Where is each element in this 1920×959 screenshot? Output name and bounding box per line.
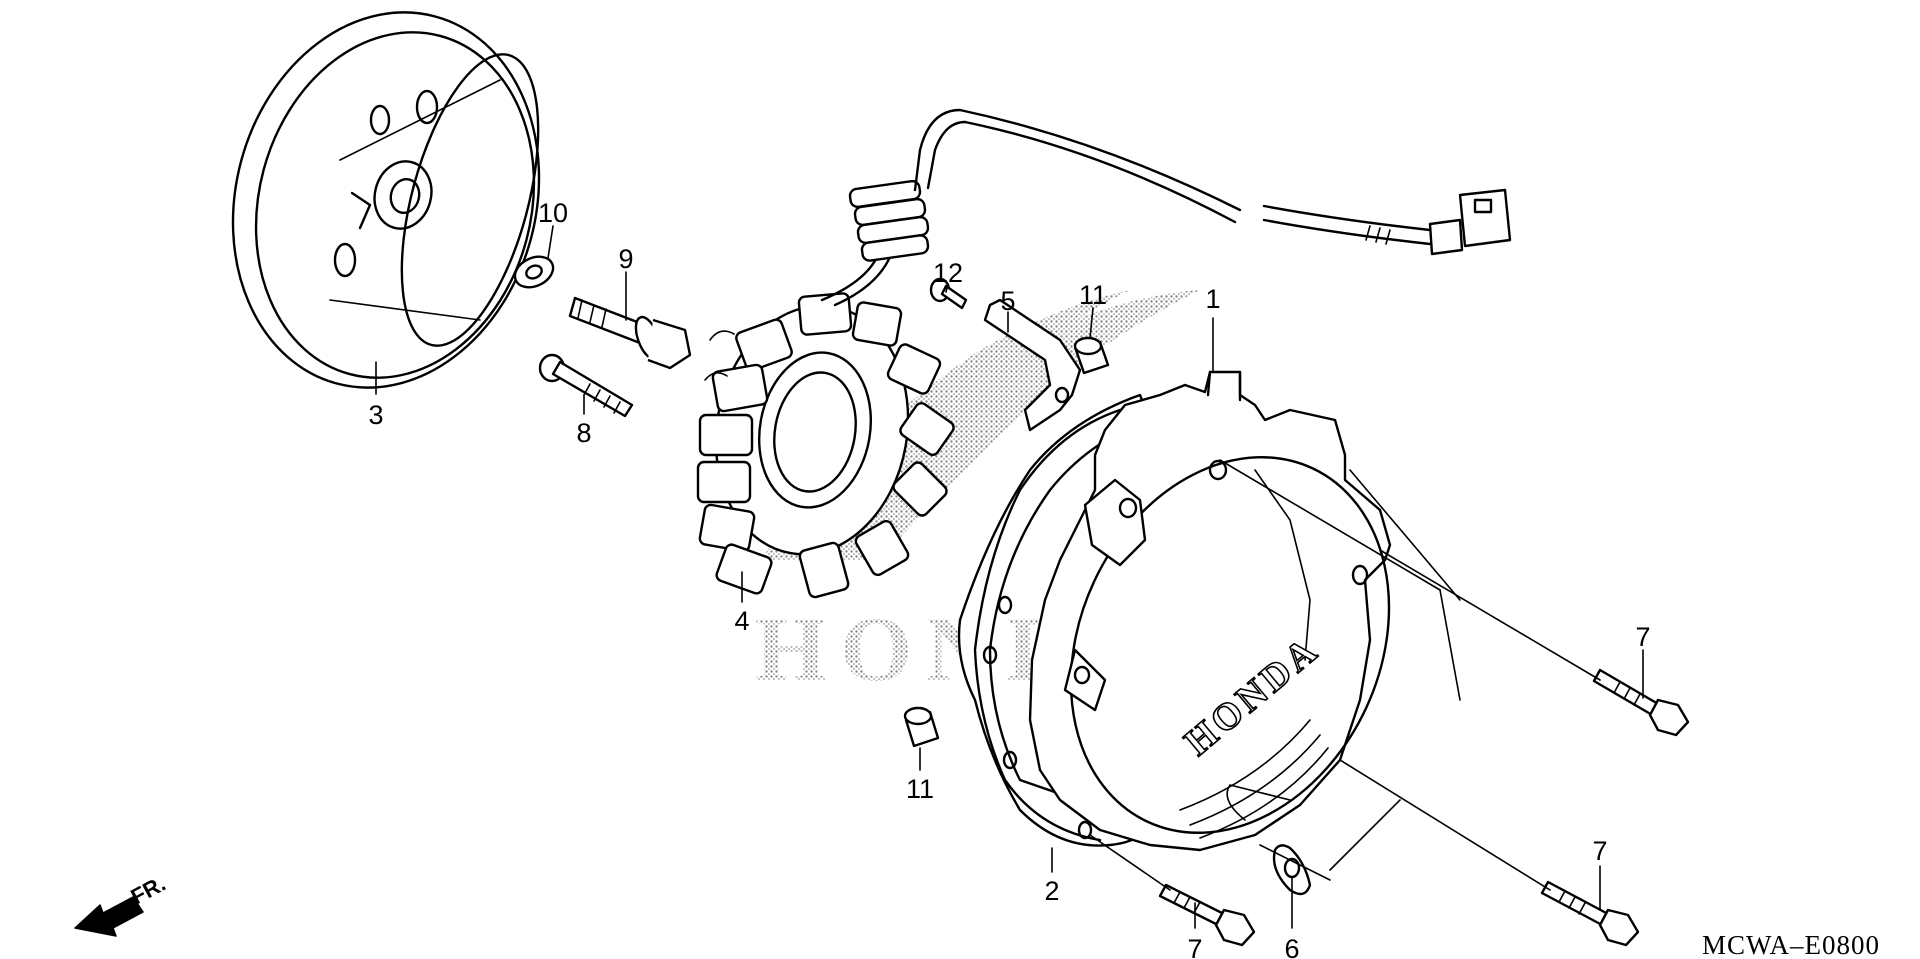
callout-4[interactable]: 4 <box>734 571 750 636</box>
drawing-code: MCWA–E0800 <box>1702 930 1880 959</box>
gasket <box>957 393 1152 847</box>
callout-7-right-lower-label: 7 <box>1592 836 1607 866</box>
flange-bolt <box>568 296 692 370</box>
callout-12-label: 12 <box>933 258 963 288</box>
cord-clamp <box>983 298 1082 432</box>
callout-3-label: 3 <box>368 400 383 430</box>
generator-cover: HONDA <box>1028 370 1392 852</box>
leader-lines <box>1089 459 1601 891</box>
front-direction-indicator: FR. <box>74 871 170 937</box>
dowel-pin-lower <box>903 706 940 748</box>
callout-2[interactable]: 2 <box>1044 847 1060 906</box>
callout-4-label: 4 <box>734 606 749 636</box>
screw-12 <box>929 277 968 310</box>
callout-7-bottom[interactable]: 7 <box>1187 902 1203 959</box>
callout-6-label: 6 <box>1284 934 1299 959</box>
callout-11-lower-label: 11 <box>906 774 934 804</box>
callout-7-upper-label: 7 <box>1635 622 1650 652</box>
callout-12[interactable]: 12 <box>933 258 963 293</box>
bolt-7-right-lower <box>1540 880 1640 947</box>
callout-7-right-lower[interactable]: 7 <box>1592 836 1608 911</box>
washer <box>513 255 555 289</box>
callout-7-bottom-label: 7 <box>1187 934 1202 959</box>
wire-clip <box>1272 844 1312 896</box>
front-arrow-icon <box>74 896 144 937</box>
callout-5[interactable]: 5 <box>1000 286 1016 333</box>
stator-harness <box>848 108 1512 262</box>
callout-11-upper[interactable]: 11 <box>1079 280 1107 339</box>
bolt-7-upper <box>1592 668 1690 737</box>
callout-9-label: 9 <box>618 244 633 274</box>
callout-11-upper-label: 11 <box>1079 280 1107 310</box>
callout-3[interactable]: 3 <box>368 361 384 430</box>
callout-11-lower[interactable]: 11 <box>906 747 934 804</box>
callout-9[interactable]: 9 <box>618 244 634 321</box>
bolt-7-bottom <box>1158 883 1256 947</box>
callout-6[interactable]: 6 <box>1284 877 1300 959</box>
callout-1-label: 1 <box>1205 284 1220 314</box>
callout-7-upper[interactable]: 7 <box>1635 622 1651 699</box>
flywheel <box>231 11 541 389</box>
callout-8-label: 8 <box>576 418 591 448</box>
stator <box>696 198 955 599</box>
callout-5-label: 5 <box>1000 286 1015 316</box>
bolt-8 <box>538 353 634 418</box>
callout-1[interactable]: 1 <box>1205 284 1221 373</box>
dowel-pin-upper <box>1073 336 1110 375</box>
callout-8[interactable]: 8 <box>576 394 592 448</box>
callout-2-label: 2 <box>1044 876 1059 906</box>
callout-10[interactable]: 10 <box>538 198 568 259</box>
callout-10-label: 10 <box>538 198 568 228</box>
